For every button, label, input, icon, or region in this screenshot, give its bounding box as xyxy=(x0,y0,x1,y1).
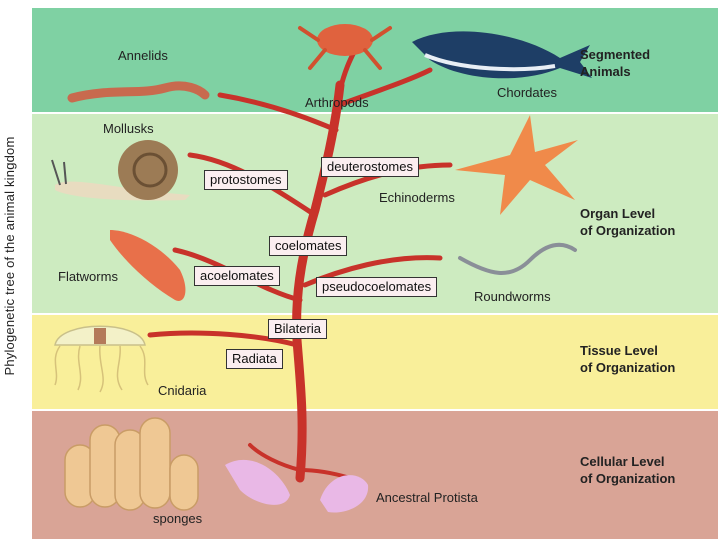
whale-illustration xyxy=(412,31,592,79)
clade-acoelomates: acoelomates xyxy=(194,266,280,286)
taxon-annelids: Annelids xyxy=(118,48,168,63)
clade-deuterostomes: deuterostomes xyxy=(321,157,419,177)
taxon-flatworms: Flatworms xyxy=(58,269,118,284)
taxon-echinoderms: Echinoderms xyxy=(379,190,455,205)
starfish-illustration xyxy=(455,115,578,215)
roundworm-illustration xyxy=(458,242,577,275)
taxon-roundworms: Roundworms xyxy=(474,289,551,304)
clade-pseudocoelomates: pseudocoelomates xyxy=(316,277,438,297)
taxon-arthropods: Arthropods xyxy=(305,95,369,110)
tissue-level-band xyxy=(32,313,718,411)
level-segmented-animals: Segmented Animals xyxy=(580,47,651,79)
snail-illustration xyxy=(51,140,190,201)
taxon-ancestral-protista: Ancestral Protista xyxy=(376,490,478,505)
clade-coelomates: coelomates xyxy=(269,236,348,256)
annelid-worm xyxy=(67,81,210,103)
flatworm-illustration xyxy=(110,230,186,301)
clade-protostomes: protostomes xyxy=(204,170,288,190)
level-cellular: Cellular Level of Organization xyxy=(580,454,676,486)
taxon-cnidaria: Cnidaria xyxy=(158,383,207,398)
protist-illustration-1 xyxy=(225,459,290,505)
level-organ: Organ Level of Organization xyxy=(580,206,676,238)
tree-branches xyxy=(147,47,453,483)
taxon-chordates: Chordates xyxy=(497,85,557,100)
taxon-sponges: sponges xyxy=(153,511,203,526)
crab-illustration xyxy=(298,24,392,70)
clade-radiata: Radiata xyxy=(226,349,283,369)
taxon-mollusks: Mollusks xyxy=(103,121,154,136)
protist-illustration-2 xyxy=(320,475,369,513)
jellyfish-illustration xyxy=(54,325,149,393)
clade-bilateria: Bilateria xyxy=(268,319,327,339)
sponges-illustration xyxy=(64,417,199,511)
level-tissue: Tissue Level of Organization xyxy=(580,343,676,375)
